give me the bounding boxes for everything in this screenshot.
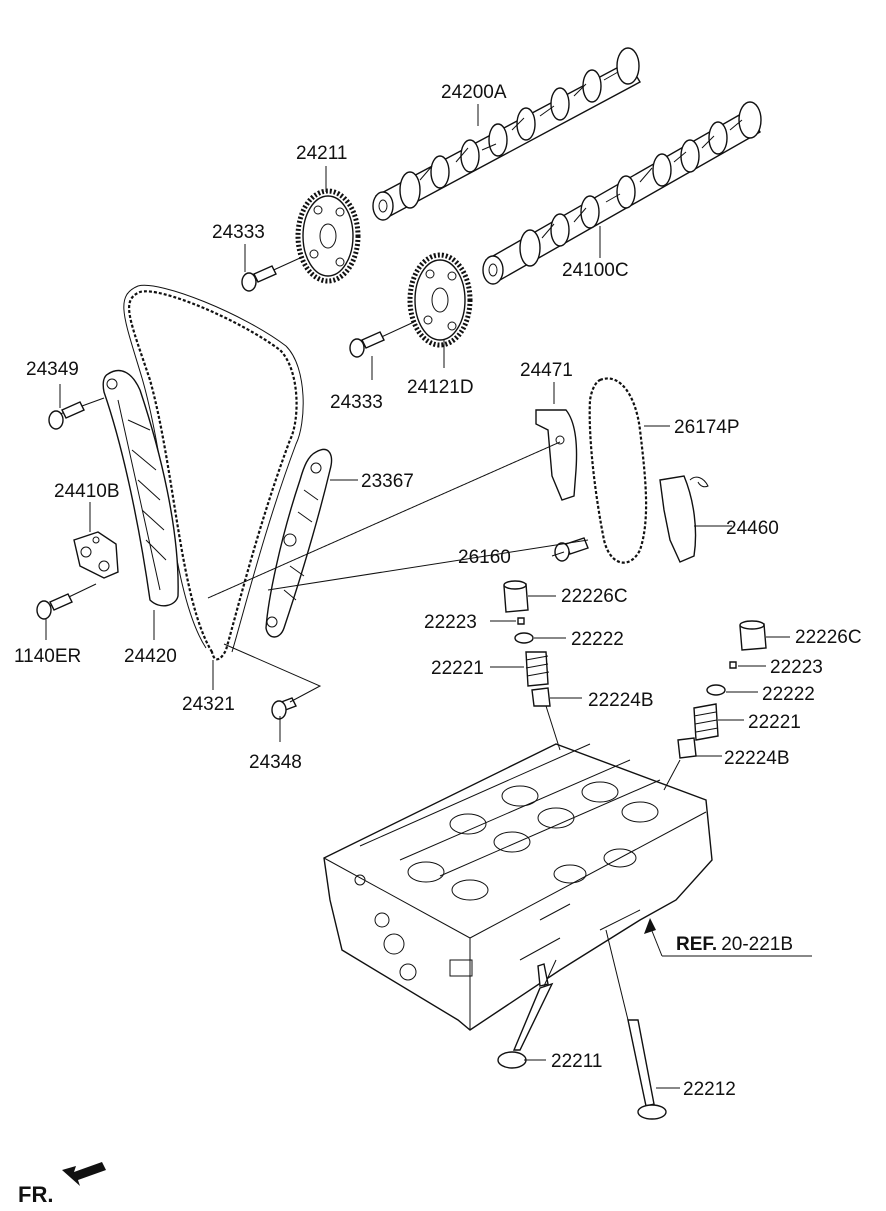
seal-right	[677, 737, 697, 759]
bolt-24333-lower	[349, 321, 415, 358]
chain-guide	[265, 448, 333, 638]
spring-right	[693, 703, 719, 741]
label-24333-upper: 24333	[212, 222, 265, 243]
label-24321: 24321	[182, 694, 235, 715]
exhaust-sprocket	[295, 188, 361, 284]
lifter-left	[503, 580, 529, 613]
seal-left	[531, 687, 551, 707]
part-labels: 24200A 24100C 24211 24121D 24333 24333 2…	[14, 82, 862, 1100]
stud-26160	[554, 537, 589, 562]
ref-label[interactable]: REF.20-221B	[676, 934, 793, 955]
oil-pump-chain-guide	[535, 409, 578, 501]
lifter-right	[739, 620, 767, 651]
label-24121d: 24121D	[407, 377, 474, 398]
label-24471: 24471	[520, 360, 573, 381]
spring-left	[525, 651, 550, 687]
label-26160: 26160	[458, 547, 511, 568]
label-24211: 24211	[296, 143, 347, 164]
bolt-24333-upper	[241, 257, 301, 292]
front-arrow-icon	[62, 1162, 106, 1186]
intake-valve	[497, 963, 554, 1069]
bolt-24349	[48, 397, 105, 430]
front-marker: FR.	[18, 1162, 106, 1207]
label-24348: 24348	[249, 752, 302, 773]
label-22223-left: 22223	[424, 612, 477, 633]
retainer-left	[514, 632, 534, 644]
retainer-lock-left	[517, 617, 525, 625]
intake-camshaft	[482, 101, 762, 285]
leader-lines	[45, 104, 812, 1089]
label-24410b: 24410B	[54, 481, 120, 502]
cylinder-head	[323, 743, 713, 1031]
label-24349: 24349	[26, 359, 79, 380]
label-22224b-left: 22224B	[588, 690, 654, 711]
label-24333-lower: 24333	[330, 392, 383, 413]
oil-pump-chain	[588, 377, 648, 564]
label-24460: 24460	[726, 518, 779, 539]
label-22222-right: 22222	[762, 684, 815, 705]
label-26174p: 26174P	[674, 417, 740, 438]
label-23367: 23367	[361, 471, 414, 492]
label-22226c-right: 22226C	[795, 627, 862, 648]
label-22212: 22212	[683, 1079, 736, 1100]
retainer-right	[706, 684, 726, 696]
retainer-lock-right	[729, 661, 737, 669]
label-22221-right: 22221	[748, 712, 801, 733]
hydraulic-tensioner	[73, 531, 119, 579]
tensioner-arm	[102, 369, 179, 607]
label-24420: 24420	[124, 646, 177, 667]
exhaust-camshaft	[372, 47, 641, 221]
label-24200a: 24200A	[441, 82, 507, 103]
front-label: FR.	[18, 1182, 53, 1207]
label-24100c: 24100C	[562, 260, 629, 281]
label-22224b-right: 22224B	[724, 748, 790, 769]
label-1140er: 1140ER	[14, 646, 81, 667]
label-22222-left: 22222	[571, 629, 624, 650]
label-22223-right: 22223	[770, 657, 823, 678]
bolt-1140ER	[36, 583, 97, 620]
oil-pump-tensioner	[659, 475, 709, 563]
label-22226c-left: 22226C	[561, 586, 628, 607]
exhaust-valve	[627, 1019, 667, 1120]
label-22221-left: 22221	[431, 658, 484, 679]
intake-sprocket	[407, 252, 473, 348]
label-22211: 22211	[551, 1051, 602, 1072]
